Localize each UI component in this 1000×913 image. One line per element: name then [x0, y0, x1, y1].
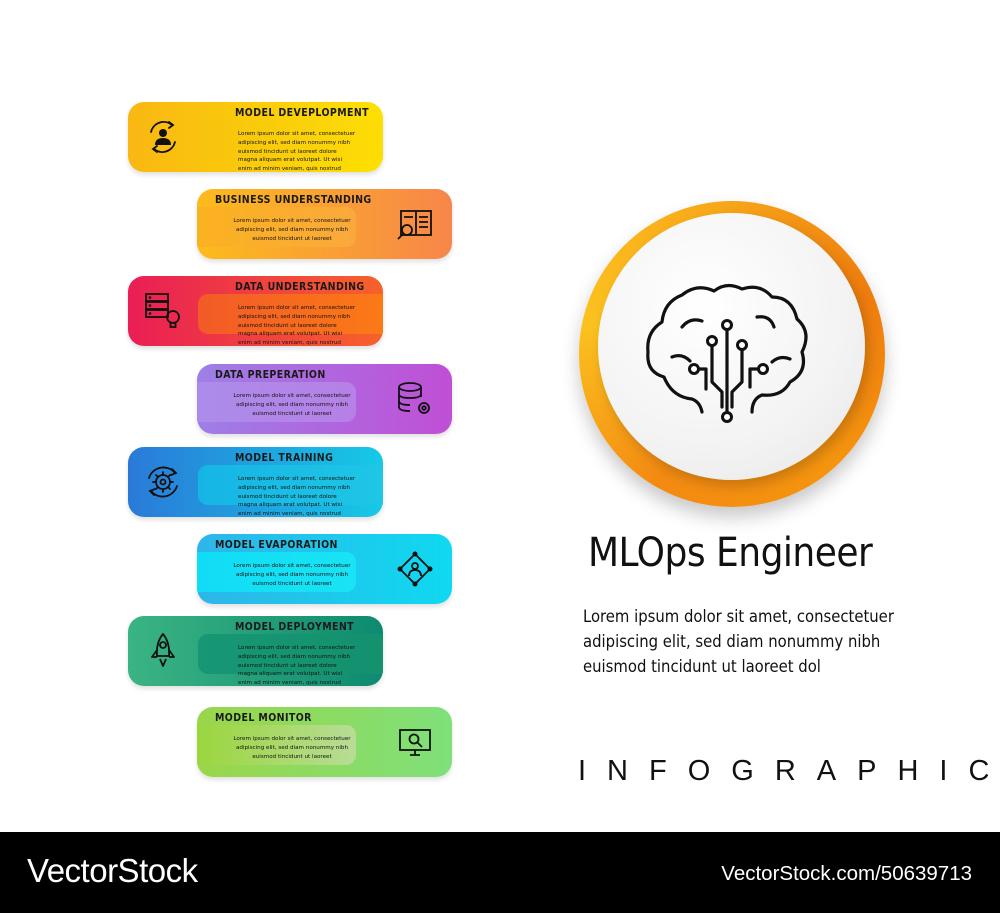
card-title: MODEL DEPLOYMENT — [235, 621, 355, 633]
card-title: MODEL MONITOR — [215, 712, 312, 724]
card-title: BUSINESS UNDERSTANDING — [215, 194, 372, 206]
footer-brand: VectorStock — [27, 852, 198, 889]
network-person-icon — [397, 551, 433, 587]
card-text: Lorem ipsum dolor sit amet, consectetuer… — [238, 131, 356, 172]
gear-cycle-icon — [148, 466, 178, 498]
brain-circuit-icon — [646, 283, 808, 423]
monitor-search-icon — [399, 729, 431, 756]
center-disc — [598, 213, 865, 480]
database-gear-icon — [398, 382, 430, 414]
step-card-data-preparation: DATA PREPERATION Lorem ipsum dolor sit a… — [197, 364, 452, 434]
card-text: Lorem ipsum dolor sit amet, consectetuer… — [238, 645, 356, 686]
card-title: DATA UNDERSTANDING — [235, 281, 365, 293]
card-text: Lorem ipsum dolor sit amet, consectetuer… — [233, 563, 351, 587]
infographic-label: INFOGRAPHIC — [578, 755, 1000, 787]
step-card-model-training: MODEL TRAINING Lorem ipsum dolor sit ame… — [128, 447, 383, 517]
card-title: MODEL EVAPORATION — [215, 539, 338, 551]
card-panel — [197, 725, 356, 765]
card-text: Lorem ipsum dolor sit amet, consectetuer… — [238, 476, 356, 517]
card-text: Lorem ipsum dolor sit amet, consectetuer… — [233, 218, 351, 242]
footer-reference: VectorStock.com/50639713 — [721, 862, 972, 885]
card-panel — [198, 294, 383, 334]
card-panel — [197, 382, 356, 422]
step-card-model-development: MODEL DEVEPLOPMENT Lorem ipsum dolor sit… — [128, 102, 383, 172]
card-panel — [197, 207, 356, 247]
document-search-icon — [397, 210, 432, 240]
step-card-model-deployment: MODEL DEPLOYMENT Lorem ipsum dolor sit a… — [128, 616, 383, 686]
step-card-model-evaporation: MODEL EVAPORATION Lorem ipsum dolor sit … — [197, 534, 452, 604]
watermark-footer: VectorStock VectorStock.com/50639713 — [0, 832, 1000, 913]
card-panel — [197, 552, 356, 592]
server-idea-icon — [145, 293, 180, 328]
card-text: Lorem ipsum dolor sit amet, consectetuer… — [233, 736, 351, 760]
card-text: Lorem ipsum dolor sit amet, consectetuer… — [233, 393, 351, 417]
rocket-icon — [151, 633, 175, 667]
card-title: MODEL DEVEPLOPMENT — [235, 107, 370, 119]
card-panel — [198, 634, 383, 674]
main-description: Lorem ipsum dolor sit amet, consectetuer… — [583, 607, 894, 676]
card-panel — [198, 120, 383, 160]
step-card-business-understanding: BUSINESS UNDERSTANDING Lorem ipsum dolor… — [197, 189, 452, 259]
card-title: DATA PREPERATION — [215, 369, 326, 381]
card-panel — [198, 465, 383, 505]
step-card-data-understanding: DATA UNDERSTANDING Lorem ipsum dolor sit… — [128, 276, 383, 346]
main-title: MLOps Engineer — [588, 530, 873, 576]
card-title: MODEL TRAINING — [235, 452, 334, 464]
user-cycle-icon — [150, 121, 176, 153]
card-text: Lorem ipsum dolor sit amet, consectetuer… — [238, 305, 356, 346]
step-card-model-monitor: MODEL MONITOR Lorem ipsum dolor sit amet… — [197, 707, 452, 777]
